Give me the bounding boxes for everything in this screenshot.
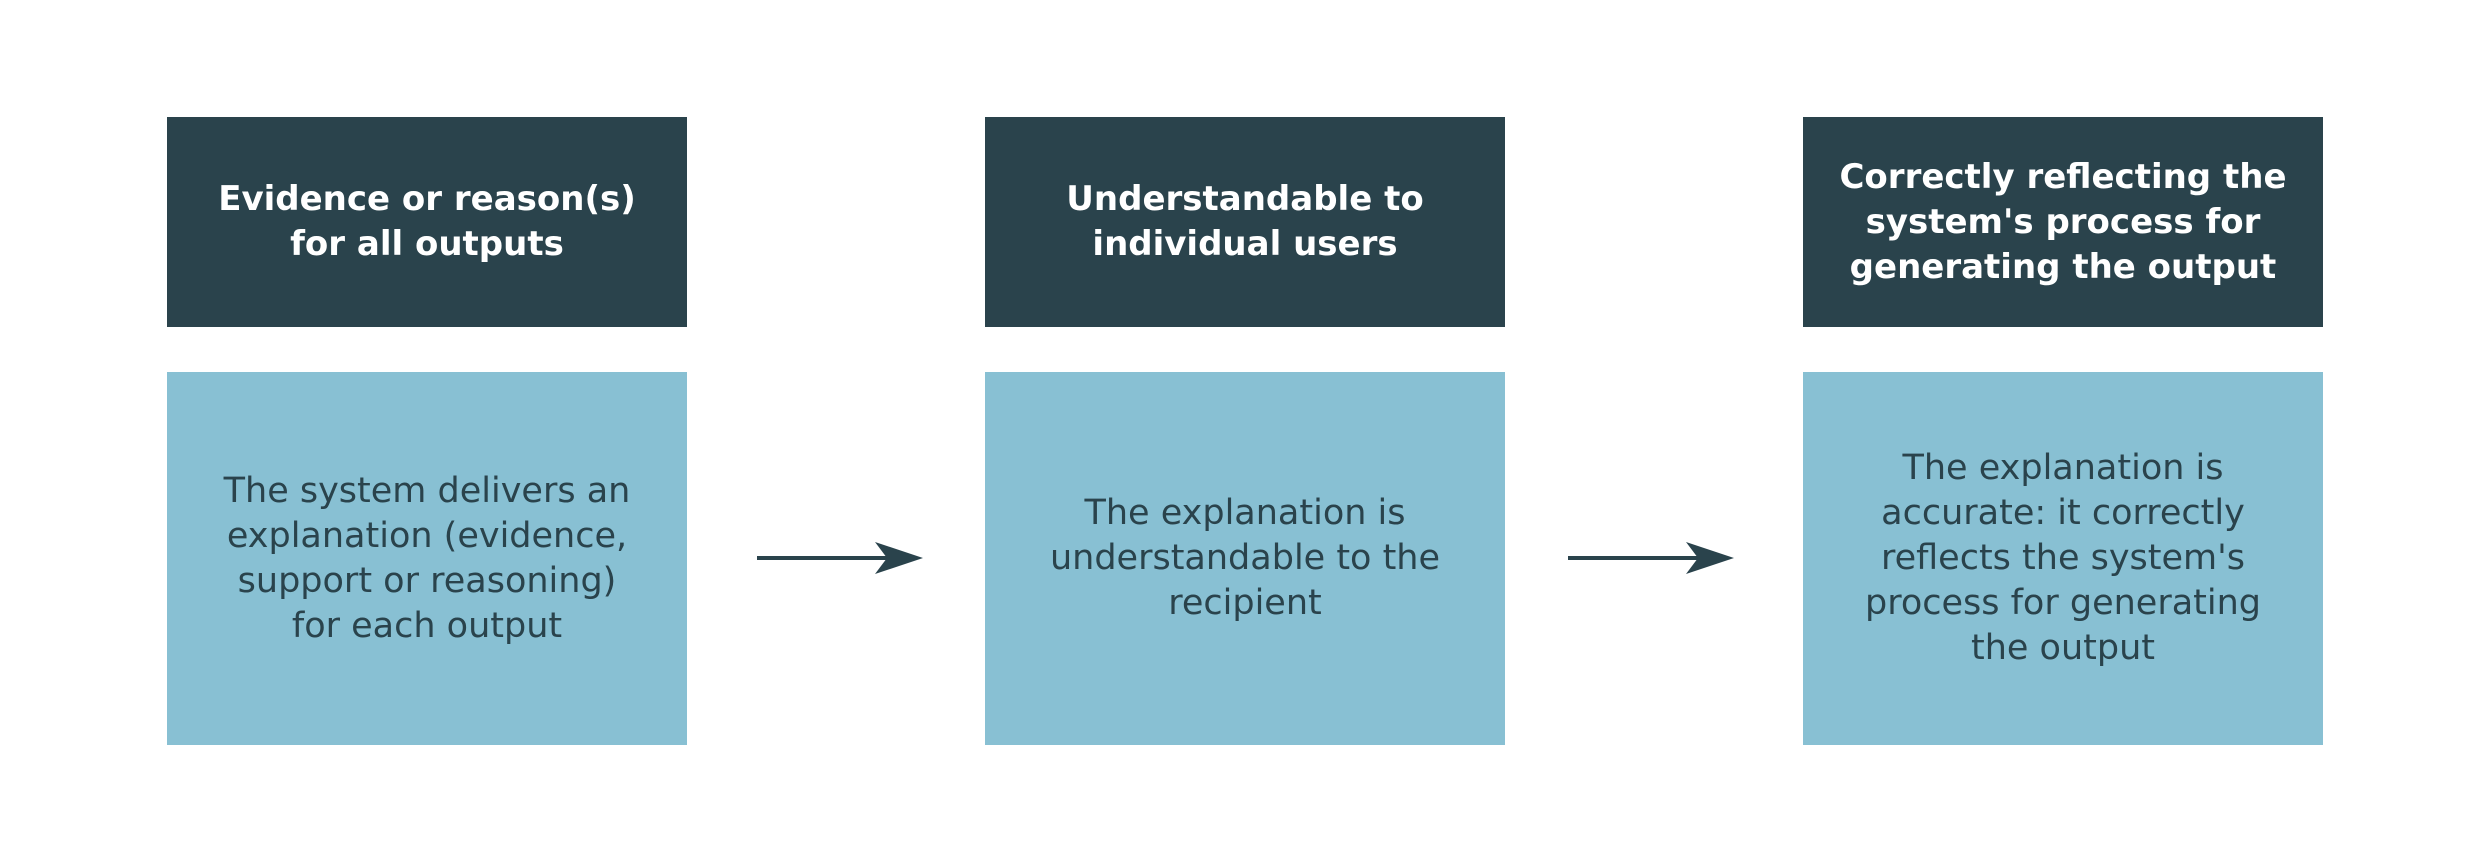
column-evidence: Evidence or reason(s) for all outputs Th… bbox=[167, 117, 687, 745]
body-text-understandable: The explanation is understandable to the… bbox=[1049, 493, 1441, 623]
column-understandable: Understandable to individual users The e… bbox=[985, 117, 1505, 745]
body-box-correct: The explanation is accurate: it correctl… bbox=[1803, 372, 2323, 745]
column-correct: Correctly reflecting the system's proces… bbox=[1803, 117, 2323, 745]
header-box-correct: Correctly reflecting the system's proces… bbox=[1803, 117, 2323, 327]
header-box-evidence: Evidence or reason(s) for all outputs bbox=[167, 117, 687, 327]
header-text-correct: Correctly reflecting the system's proces… bbox=[1839, 156, 2287, 287]
body-text-evidence: The system delivers an explanation (evid… bbox=[223, 470, 631, 646]
body-box-evidence: The system delivers an explanation (evid… bbox=[167, 372, 687, 745]
arrow-right-icon bbox=[1568, 542, 1734, 574]
arrow-right-icon bbox=[757, 542, 923, 574]
body-text-correct: The explanation is accurate: it correctl… bbox=[1864, 448, 2262, 668]
header-text-evidence: Evidence or reason(s) for all outputs bbox=[218, 179, 636, 264]
header-box-understandable: Understandable to individual users bbox=[985, 117, 1505, 327]
body-box-understandable: The explanation is understandable to the… bbox=[985, 372, 1505, 745]
header-text-understandable: Understandable to individual users bbox=[1066, 179, 1424, 264]
